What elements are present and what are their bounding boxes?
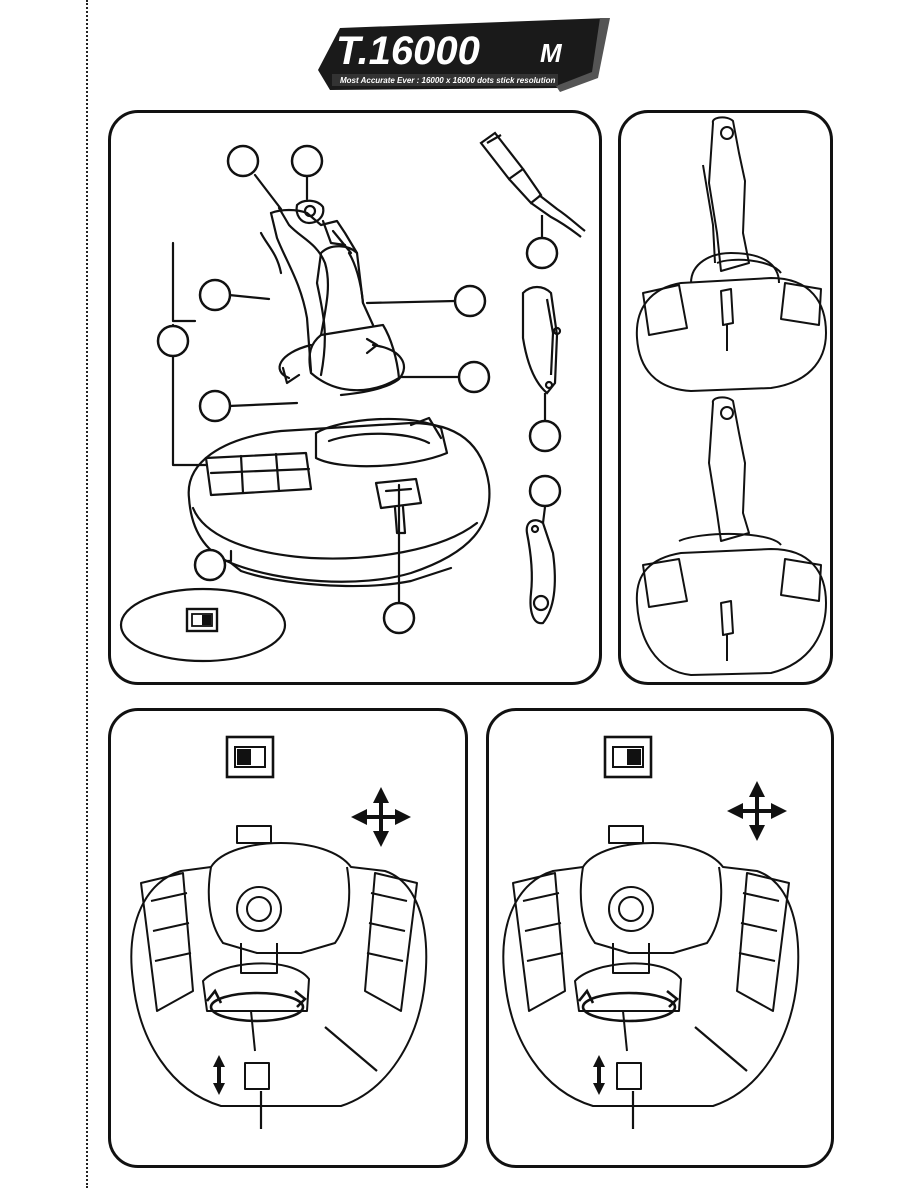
joystick-view-bottom — [635, 396, 827, 676]
hat-switch — [295, 199, 325, 225]
callout-leaders-left — [259, 1026, 378, 1129]
main-diagram-panel — [108, 110, 602, 685]
callout-circle — [226, 144, 260, 178]
left-mode-panel — [108, 708, 468, 1168]
callout-circle — [290, 144, 324, 178]
callout-circle — [528, 419, 562, 453]
palm-rest-accessory — [521, 285, 562, 421]
callout-circle — [198, 278, 232, 312]
callout-circle — [528, 474, 562, 508]
hand-orientation-drawing — [635, 116, 827, 676]
callout-markers — [156, 144, 562, 635]
left-mode-drawing — [130, 735, 428, 1129]
joystick-handle — [259, 199, 401, 392]
hand-orientation-panel — [618, 110, 833, 685]
throttle-arrow-left — [213, 1055, 225, 1095]
callout-circle — [156, 324, 190, 358]
joystick-view-top — [635, 116, 827, 392]
stick-collar — [314, 417, 449, 468]
twist-ring-left — [205, 988, 307, 1023]
joystick-top-view-left — [130, 825, 428, 1107]
pinky-rest-accessory — [525, 506, 556, 625]
switch-left-position — [225, 735, 275, 779]
joystick-top-view-right — [502, 825, 800, 1107]
usb-cable — [479, 131, 586, 238]
callout-circle — [457, 360, 491, 394]
callout-circle — [382, 601, 416, 635]
callout-circle — [453, 284, 487, 318]
callout-circle — [193, 548, 227, 582]
callout-circle — [525, 236, 559, 270]
callout-circle — [198, 389, 232, 423]
cut-line — [86, 0, 88, 1188]
right-mode-panel — [486, 708, 834, 1168]
twist-ring-right — [577, 988, 679, 1023]
joystick-overview-drawing — [119, 131, 586, 663]
joystick-base — [187, 416, 491, 588]
right-mode-drawing — [502, 735, 800, 1129]
logo-suffix: M — [540, 38, 563, 68]
throttle-arrow-right — [593, 1055, 605, 1095]
base-button-pad — [204, 451, 313, 497]
switch-right-position — [603, 735, 653, 779]
logo-title: T.16000 — [336, 29, 480, 73]
switch-toggle-right — [202, 615, 211, 625]
handedness-switch-inset — [119, 587, 287, 663]
four-way-arrow-icon — [351, 787, 411, 847]
callout-leaders-right — [631, 1026, 748, 1129]
logo-badge — [318, 18, 610, 92]
callout-leaders — [171, 173, 461, 605]
four-way-arrow-icon — [727, 781, 787, 841]
logo-tagline: Most Accurate Ever : 16000 x 16000 dots … — [340, 76, 555, 85]
twist-rotation-arrows — [278, 337, 405, 397]
